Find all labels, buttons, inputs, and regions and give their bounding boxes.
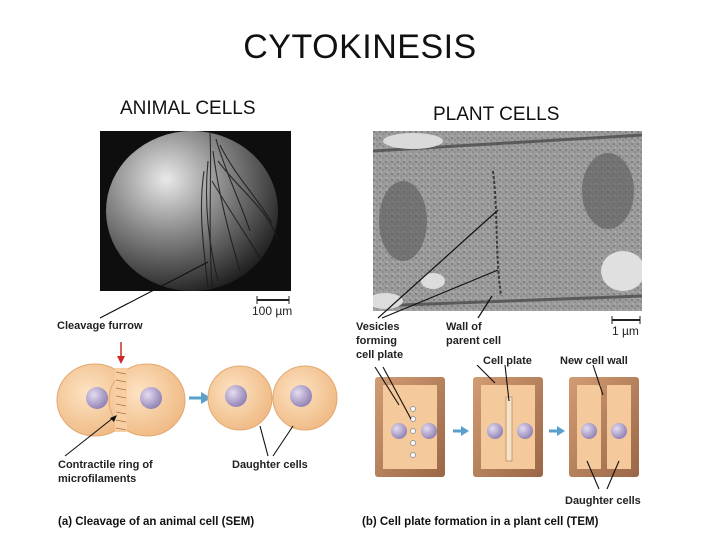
animal-cleavage-diagram — [56, 342, 338, 457]
cleavage-furrow-label: Cleavage furrow — [57, 320, 143, 332]
animal-scale-label: 100 µm — [252, 304, 293, 318]
new-cell-wall-label: New cell wall — [560, 355, 628, 367]
animal-scale-bar — [256, 296, 290, 304]
progress-arrow-icon — [453, 426, 469, 436]
contractile-ring-label-1: Contractile ring of — [58, 459, 153, 471]
plant-cell-plate-diagram — [374, 365, 639, 490]
plant-tem-micrograph — [373, 131, 642, 311]
plant-cells-heading: PLANT CELLS — [433, 104, 560, 125]
animal-sem-micrograph — [100, 131, 291, 291]
animal-cells-heading: ANIMAL CELLS — [120, 98, 256, 119]
furrow-arrow-icon — [117, 342, 125, 364]
plant-cell-stage-2 — [473, 377, 543, 477]
vesicles-label-1: Vesicles — [356, 321, 400, 333]
animal-daughter-cells-label: Daughter cells — [232, 459, 308, 471]
parent-wall-label-2: parent cell — [446, 335, 502, 347]
plant-caption: (b) Cell plate formation in a plant cell… — [362, 516, 599, 528]
plant-scale-bar — [611, 316, 641, 324]
page-title: CYTOKINESIS — [243, 28, 477, 66]
progress-arrow-icon — [189, 392, 211, 404]
plant-daughter-cells-label: Daughter cells — [565, 495, 641, 507]
parent-wall-label-1: Wall of — [446, 321, 482, 333]
vesicles-label-3: cell plate — [356, 349, 404, 361]
cell-plate-label: Cell plate — [483, 355, 532, 367]
plant-scale-label: 1 µm — [612, 324, 639, 338]
vesicles-label-2: forming — [356, 335, 397, 347]
plant-cell-stage-3 — [569, 377, 639, 477]
animal-caption: (a) Cleavage of an animal cell (SEM) — [58, 516, 255, 528]
plant-cell-stage-1 — [375, 377, 445, 477]
progress-arrow-icon — [549, 426, 565, 436]
contractile-ring-label-2: microfilaments — [58, 473, 137, 485]
